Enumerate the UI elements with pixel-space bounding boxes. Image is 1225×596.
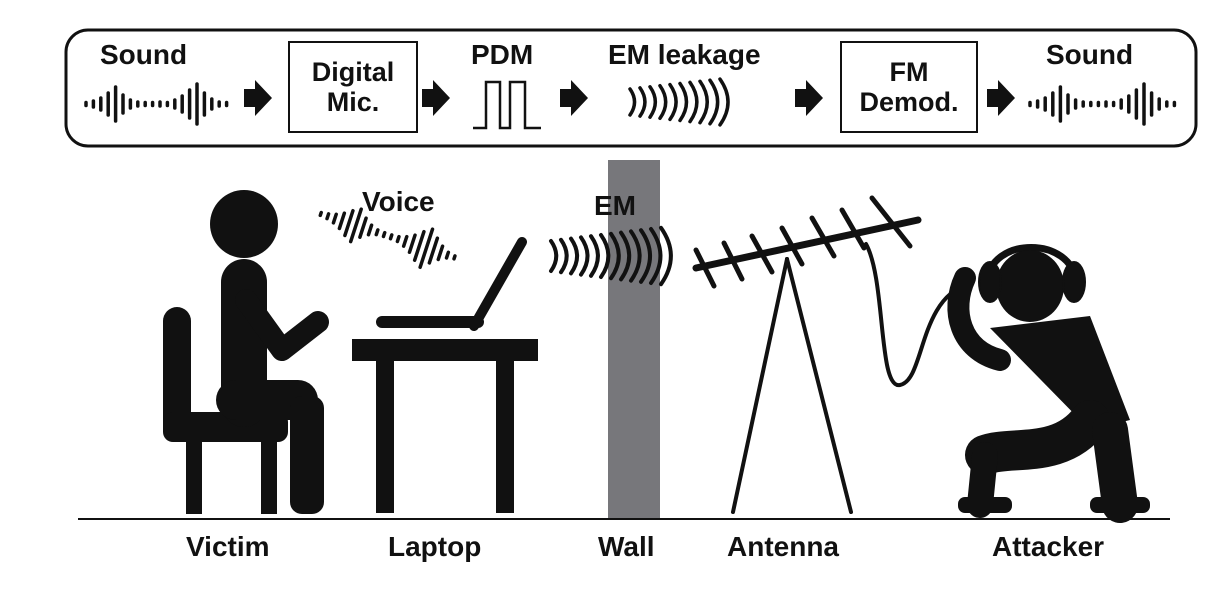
- sound-out-waveform-icon: [1028, 82, 1177, 126]
- arrow-icon: [560, 80, 588, 116]
- wave-arc: [648, 85, 658, 119]
- voice-wave-bar: [388, 233, 394, 241]
- wall: [608, 160, 660, 518]
- wave-arc: [658, 83, 668, 121]
- voice-wave-bar: [343, 208, 355, 238]
- pdm-label: PDM: [471, 39, 534, 70]
- laptop-figure: [352, 237, 538, 513]
- voice-wave-bar: [358, 216, 368, 239]
- digital-mic-line2: Mic.: [326, 87, 380, 117]
- attacker-figure: [947, 244, 1150, 523]
- voice-wave-bar: [337, 211, 347, 231]
- wave-arc: [659, 225, 673, 287]
- wave-arc: [589, 234, 600, 278]
- wave-arc: [549, 239, 559, 273]
- em-leakage-label: EM leakage: [608, 39, 761, 70]
- wave-arc: [609, 231, 621, 281]
- voice-wave-bar: [348, 207, 363, 244]
- wave-arc: [688, 80, 699, 124]
- fm-demod-line2: Demod.: [859, 87, 959, 117]
- arrow-icon: [987, 80, 1015, 116]
- voice-wave-bar: [374, 228, 380, 237]
- pdm-pulse-icon: [473, 80, 541, 130]
- voice-wave-bar: [331, 212, 338, 225]
- wave-arc: [559, 237, 569, 275]
- laptop-label: Laptop: [388, 531, 482, 562]
- fm-demod-line1: FM: [889, 57, 929, 87]
- voice-wave-bar: [436, 244, 445, 262]
- wave-arc: [708, 78, 720, 126]
- em-leakage-waves-icon: [628, 77, 730, 127]
- wave-arc: [718, 77, 730, 127]
- voice-wave-bar: [318, 210, 323, 218]
- voice-wave-bar: [418, 227, 435, 270]
- wave-arc: [638, 86, 647, 118]
- arrow-icon: [422, 80, 450, 116]
- voice-wave-bar: [381, 230, 387, 239]
- wave-arc: [619, 230, 632, 282]
- wall-label: Wall: [598, 531, 655, 562]
- digital-mic-line1: Digital: [311, 57, 395, 87]
- voice-wave-bar: [412, 229, 426, 262]
- voice-wave-bar: [407, 233, 417, 254]
- wave-arc: [668, 82, 678, 122]
- em-label: EM: [594, 190, 636, 221]
- sound-in-label: Sound: [100, 39, 188, 70]
- arrow-icon: [795, 80, 823, 116]
- voice-wave-bar: [401, 234, 409, 248]
- antenna-figure: [692, 195, 970, 514]
- voice-waves-icon: [318, 207, 457, 270]
- wave-arc: [628, 87, 637, 117]
- victim-label: Victim: [186, 531, 270, 562]
- wave-arc: [569, 236, 580, 276]
- victim-figure: [163, 190, 329, 514]
- wave-arc: [629, 229, 642, 283]
- wave-arc: [579, 235, 590, 277]
- fm-demod-box: FM Demod.: [840, 41, 978, 133]
- voice-label: Voice: [362, 186, 435, 217]
- pipeline-arrows: [244, 80, 1015, 116]
- wave-arc: [698, 79, 709, 125]
- voice-wave-bar: [325, 212, 331, 221]
- wave-arc: [678, 81, 689, 123]
- voice-wave-bar: [427, 236, 440, 265]
- wave-arc: [649, 227, 663, 285]
- antenna-label: Antenna: [727, 531, 839, 562]
- arrow-icon: [244, 80, 272, 116]
- wave-arc: [599, 233, 611, 279]
- voice-wave-bar: [395, 234, 401, 244]
- attacker-label: Attacker: [992, 531, 1105, 562]
- wave-arc: [639, 228, 653, 284]
- voice-wave-bar: [452, 254, 457, 261]
- em-waves-icon: [549, 225, 673, 287]
- sound-out-label: Sound: [1046, 39, 1134, 70]
- digital-mic-box: Digital Mic.: [288, 41, 418, 133]
- voice-wave-bar: [366, 223, 374, 237]
- sound-in-waveform-icon: [84, 82, 229, 126]
- voice-wave-bar: [444, 250, 451, 260]
